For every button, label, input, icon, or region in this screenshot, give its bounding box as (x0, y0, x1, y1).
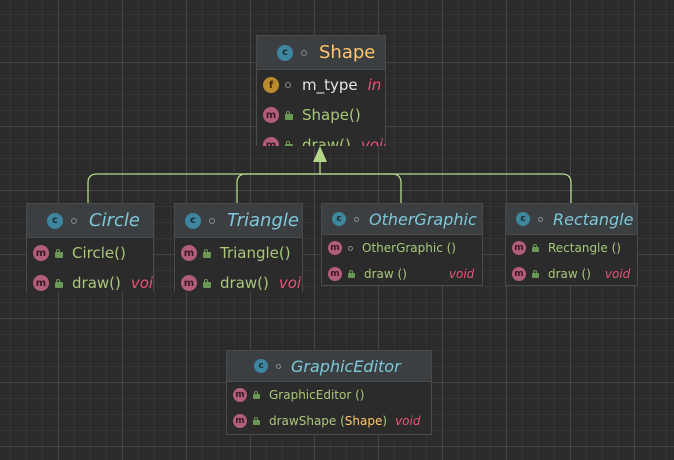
method-icon: m (233, 414, 247, 428)
method-param-type: Shape (344, 414, 383, 428)
method-row[interactable]: m draw() void (27, 268, 153, 292)
return-type: void (395, 414, 421, 428)
public-lock-icon (253, 391, 260, 399)
method-name: Rectangle () (548, 241, 621, 255)
class-icon: c (254, 359, 268, 373)
return-type: void (130, 274, 154, 292)
method-row[interactable]: m draw () void (506, 261, 637, 285)
method-row[interactable]: m draw() void (175, 268, 302, 292)
visibility-icon (354, 216, 359, 222)
method-name: Shape() (302, 106, 361, 124)
class-name: Shape (319, 42, 376, 63)
class-name: Triangle (227, 210, 299, 231)
method-name: Circle() (72, 244, 126, 262)
method-icon: m (33, 245, 49, 261)
method-icon: m (263, 137, 279, 146)
visibility-icon (301, 49, 307, 56)
public-lock-icon (203, 278, 211, 288)
public-lock-icon (203, 248, 211, 258)
edge-othergraphic-to-shape (320, 173, 402, 205)
class-rectangle-header[interactable]: c Rectangle (506, 204, 637, 235)
public-lock-icon (532, 244, 539, 252)
method-icon: m (181, 275, 197, 291)
method-icon: m (33, 275, 49, 291)
method-row[interactable]: m GraphicEditor () (227, 382, 431, 408)
method-row[interactable]: m Triangle() (175, 238, 302, 268)
class-name: Circle (89, 210, 140, 231)
class-icon: c (47, 212, 63, 229)
method-name: draw() (302, 136, 351, 146)
method-name: draw () (548, 267, 591, 281)
class-circle-header[interactable]: c Circle (27, 204, 153, 238)
method-row[interactable]: m Circle() (27, 238, 153, 268)
method-name: draw() (72, 274, 121, 292)
method-name: GraphicEditor () (269, 388, 365, 402)
method-row[interactable]: m draw () void (322, 261, 482, 285)
inheritance-arrowhead (313, 146, 327, 162)
public-lock-icon (253, 417, 260, 425)
public-lock-icon (55, 248, 63, 258)
visibility-icon (209, 217, 215, 224)
public-lock-icon (532, 270, 539, 278)
class-othergraphic-header[interactable]: c OtherGraphic (322, 204, 482, 235)
method-row[interactable]: m drawShape ( Shape ) void (227, 408, 431, 434)
class-icon: c (332, 212, 346, 226)
method-icon: m (263, 107, 279, 123)
class-othergraphic[interactable]: c OtherGraphic m OtherGraphic () m draw … (321, 203, 483, 286)
public-lock-icon (55, 278, 63, 288)
field-name: m_type (302, 76, 358, 94)
field-row[interactable]: f m_type in (257, 70, 385, 100)
class-rectangle[interactable]: c Rectangle m Rectangle () m draw () voi… (505, 203, 638, 286)
method-name: OtherGraphic () (362, 241, 456, 255)
class-icon: c (185, 212, 201, 229)
class-circle[interactable]: c Circle m Circle() m draw() void (26, 203, 154, 292)
visibility-icon (285, 82, 291, 88)
class-triangle[interactable]: c Triangle m Triangle() m draw() void (174, 203, 303, 292)
public-lock-icon (348, 270, 355, 278)
class-grapheditor[interactable]: c GraphicEditor m GraphicEditor () m dra… (226, 350, 432, 435)
edge-rectangle-to-shape (320, 173, 572, 205)
method-row[interactable]: m draw() void (257, 130, 385, 146)
method-icon: m (328, 267, 342, 281)
method-icon: m (181, 245, 197, 261)
public-lock-icon (285, 140, 293, 146)
class-icon: c (277, 44, 293, 61)
visibility-icon (348, 245, 353, 251)
return-type: void (448, 267, 475, 281)
method-row[interactable]: m OtherGraphic () (322, 235, 482, 261)
field-type: in (367, 76, 382, 94)
class-name: OtherGraphic (369, 209, 477, 229)
method-name: draw () (364, 267, 407, 281)
method-row[interactable]: m Shape() (257, 100, 385, 130)
method-name: drawShape ( (269, 414, 345, 428)
class-shape-header[interactable]: c Shape (257, 36, 385, 70)
return-type: void (604, 267, 631, 281)
method-name: Triangle() (220, 244, 291, 262)
visibility-icon (538, 216, 543, 222)
method-name: draw() (220, 274, 269, 292)
visibility-icon (71, 217, 77, 224)
return-type: void (278, 274, 302, 292)
class-icon: c (516, 212, 530, 226)
class-name: Rectangle (553, 209, 634, 229)
edge-circle-to-shape (87, 173, 320, 205)
visibility-icon (276, 363, 281, 369)
method-icon: m (233, 388, 247, 402)
edge-triangle-to-shape (236, 173, 320, 205)
field-icon: f (263, 77, 279, 93)
return-type: void (360, 136, 385, 146)
class-grapheditor-header[interactable]: c GraphicEditor (227, 351, 431, 382)
method-icon: m (328, 241, 342, 255)
class-shape[interactable]: c Shape f m_type in m Shape() m draw() v… (256, 35, 386, 146)
class-name: GraphicEditor (291, 356, 401, 376)
public-lock-icon (285, 110, 293, 120)
class-triangle-header[interactable]: c Triangle (175, 204, 302, 238)
method-row[interactable]: m Rectangle () (506, 235, 637, 261)
method-icon: m (512, 241, 526, 255)
method-icon: m (512, 267, 526, 281)
method-close: ) (382, 414, 388, 428)
